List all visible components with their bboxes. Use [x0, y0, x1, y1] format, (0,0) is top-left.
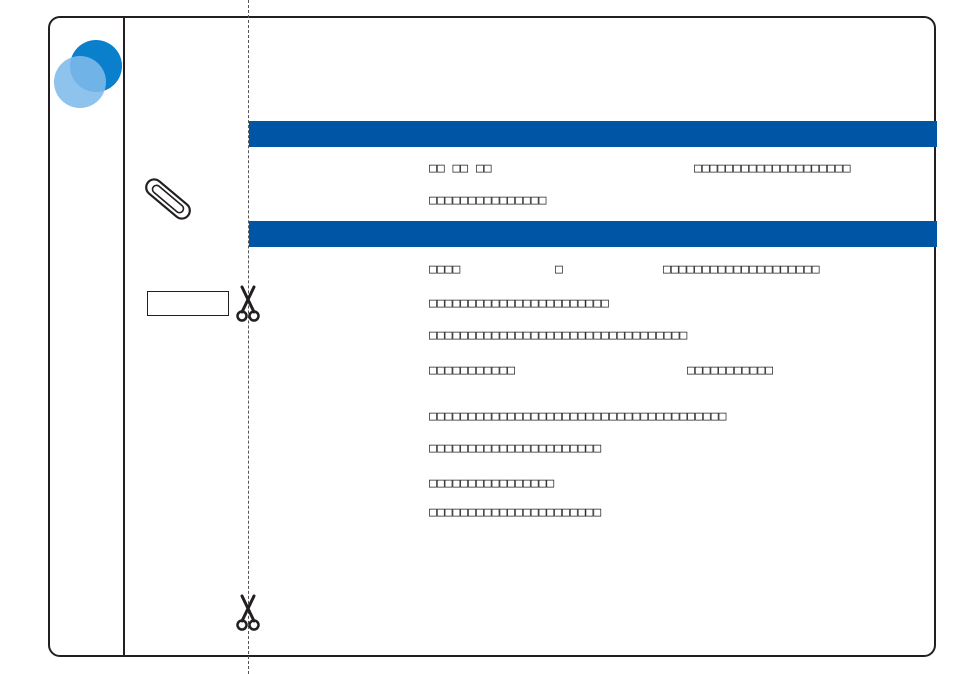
section2-row4-value: □□□□□□□□□□□: [687, 363, 774, 378]
section1-row1-label: □□ □□ □□: [429, 161, 492, 176]
dashed-cut-line: [248, 0, 249, 674]
section2-row1-label: □□□□: [429, 262, 461, 277]
paperclip-icon: [145, 178, 191, 220]
section1-row1-value: □□□□□□□□□□□□□□□□□□□□: [694, 161, 851, 176]
section2-row3-text: □□□□□□□□□□□□□□□□□□□□□□□□□□□□□□□□□: [429, 328, 688, 343]
section-header-band-2: [249, 221, 937, 247]
section1-row2-text: □□□□□□□□□□□□□□□: [429, 193, 547, 208]
section2-row7-text: □□□□□□□□□□□□□□□□: [429, 476, 555, 491]
page-frame: [48, 16, 936, 657]
section2-row1-value: □□□□□□□□□□□□□□□□□□□□: [663, 262, 820, 277]
label-box: [147, 291, 229, 316]
scissors-icon: [236, 594, 260, 631]
section2-row6-text: □□□□□□□□□□□□□□□□□□□□□□: [429, 441, 602, 456]
section2-row5-text: □□□□□□□□□□□□□□□□□□□□□□□□□□□□□□□□□□□□□□: [429, 409, 727, 424]
section2-row8-text: □□□□□□□□□□□□□□□□□□□□□□: [429, 505, 602, 520]
section2-row2-text: □□□□□□□□□□□□□□□□□□□□□□□: [429, 296, 610, 311]
scissors-icon: [236, 285, 260, 322]
section-header-band-1: [249, 121, 937, 147]
section2-row4-label: □□□□□□□□□□□: [429, 363, 516, 378]
section2-row1-mark: □: [555, 262, 563, 277]
sidebar-divider: [123, 17, 125, 657]
overlapping-circles-logo-icon: [54, 40, 122, 108]
